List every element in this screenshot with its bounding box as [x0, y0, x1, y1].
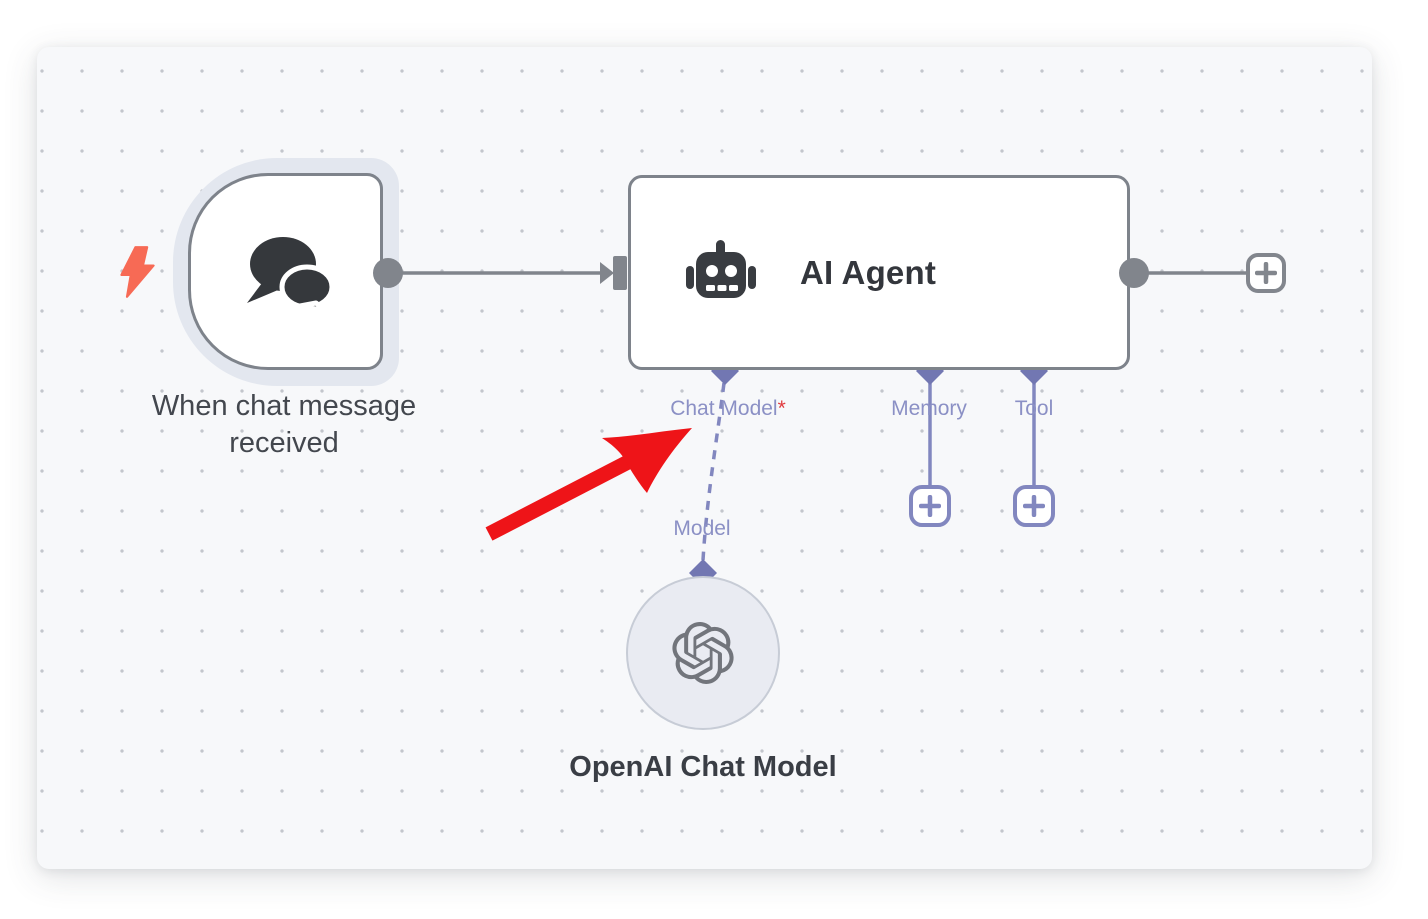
agent-input-port[interactable] — [613, 256, 627, 290]
openai-node-label: OpenAI Chat Model — [569, 751, 837, 783]
lightning-bolt-icon — [120, 246, 155, 298]
chat-bubbles-icon — [246, 236, 334, 311]
model-port-label: Model — [673, 517, 731, 540]
chat-model-label-text: Chat Model — [670, 397, 778, 420]
chat-trigger-node[interactable] — [188, 173, 383, 370]
add-node-button[interactable] — [1246, 253, 1286, 293]
plus-icon — [919, 495, 941, 517]
openai-chat-model-node[interactable] — [626, 576, 780, 730]
required-asterisk: * — [777, 397, 786, 420]
openai-logo-icon — [672, 622, 734, 684]
chat-model-port-label: Chat Model* — [670, 397, 786, 421]
trigger-output-port[interactable] — [373, 258, 403, 288]
tool-port-label: Tool — [1014, 397, 1054, 420]
robot-icon — [686, 239, 756, 298]
agent-output-port[interactable] — [1119, 258, 1149, 288]
trigger-node-label: When chat message received — [151, 390, 417, 459]
ai-agent-title: AI Agent — [800, 253, 937, 291]
plus-icon — [1023, 495, 1045, 517]
add-tool-button[interactable] — [1013, 485, 1055, 527]
plus-icon — [1255, 262, 1277, 284]
memory-port-label: Memory — [891, 397, 967, 420]
add-memory-button[interactable] — [909, 485, 951, 527]
ai-agent-node[interactable]: AI Agent — [628, 175, 1130, 370]
